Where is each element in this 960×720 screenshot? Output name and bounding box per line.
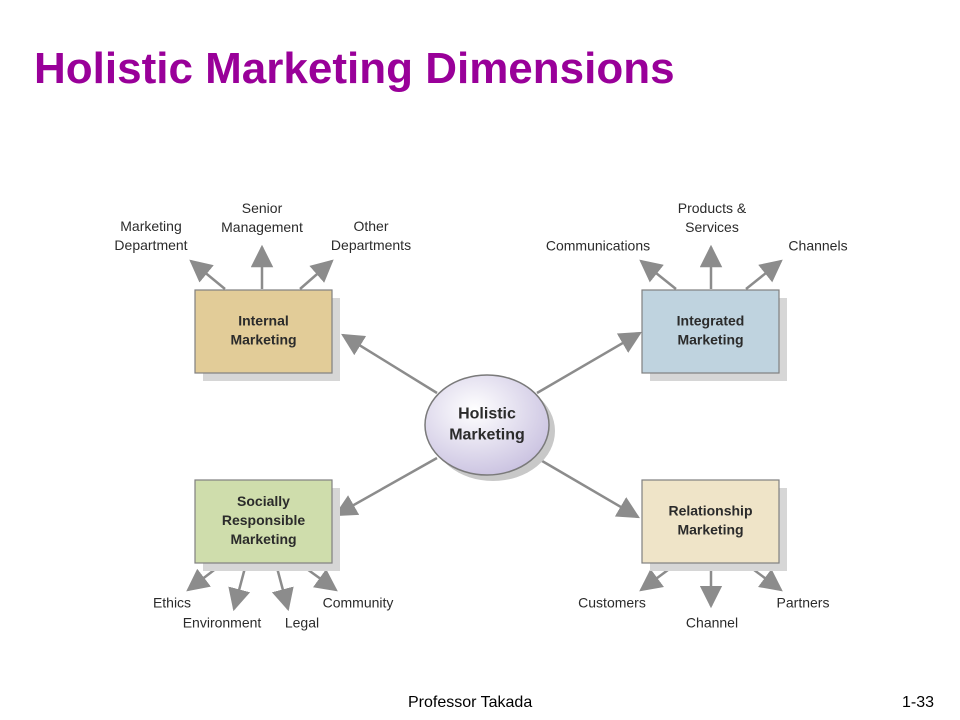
component-label: Channel [686, 615, 738, 631]
dimension-box [641, 479, 780, 564]
component-label: Partners [777, 595, 830, 611]
dimension-box [194, 479, 333, 564]
component-arrow [639, 259, 677, 290]
component-arrow [189, 259, 226, 290]
hub-to-dimension-arrow-3 [536, 456, 640, 519]
component-arrow [271, 563, 294, 612]
component-label: Community [323, 595, 394, 611]
footer-presenter: Professor Takada [408, 694, 533, 711]
dimension-box [641, 289, 780, 374]
hub-to-dimension-arrow-1 [536, 331, 642, 395]
component-arrow [745, 259, 783, 290]
slide-title: Holistic Marketing Dimensions [34, 44, 675, 93]
component-label: Ethics [153, 595, 191, 611]
component-arrow [228, 563, 251, 612]
component-label: Customers [578, 595, 646, 611]
component-arrow [299, 259, 334, 290]
component-label: Environment [183, 615, 262, 631]
component-label: Legal [285, 615, 319, 631]
holistic-marketing-hub [424, 374, 550, 476]
connector-arrows [186, 244, 783, 612]
dimension-box [194, 289, 333, 374]
hub-to-dimension-arrow-0 [341, 333, 438, 395]
component-label: Products &Services [678, 200, 747, 235]
hub-to-dimension-arrow-2 [334, 456, 438, 517]
footer-page-number: 1-33 [902, 694, 935, 711]
component-label: Communications [546, 238, 650, 254]
component-label: Channels [788, 238, 847, 254]
